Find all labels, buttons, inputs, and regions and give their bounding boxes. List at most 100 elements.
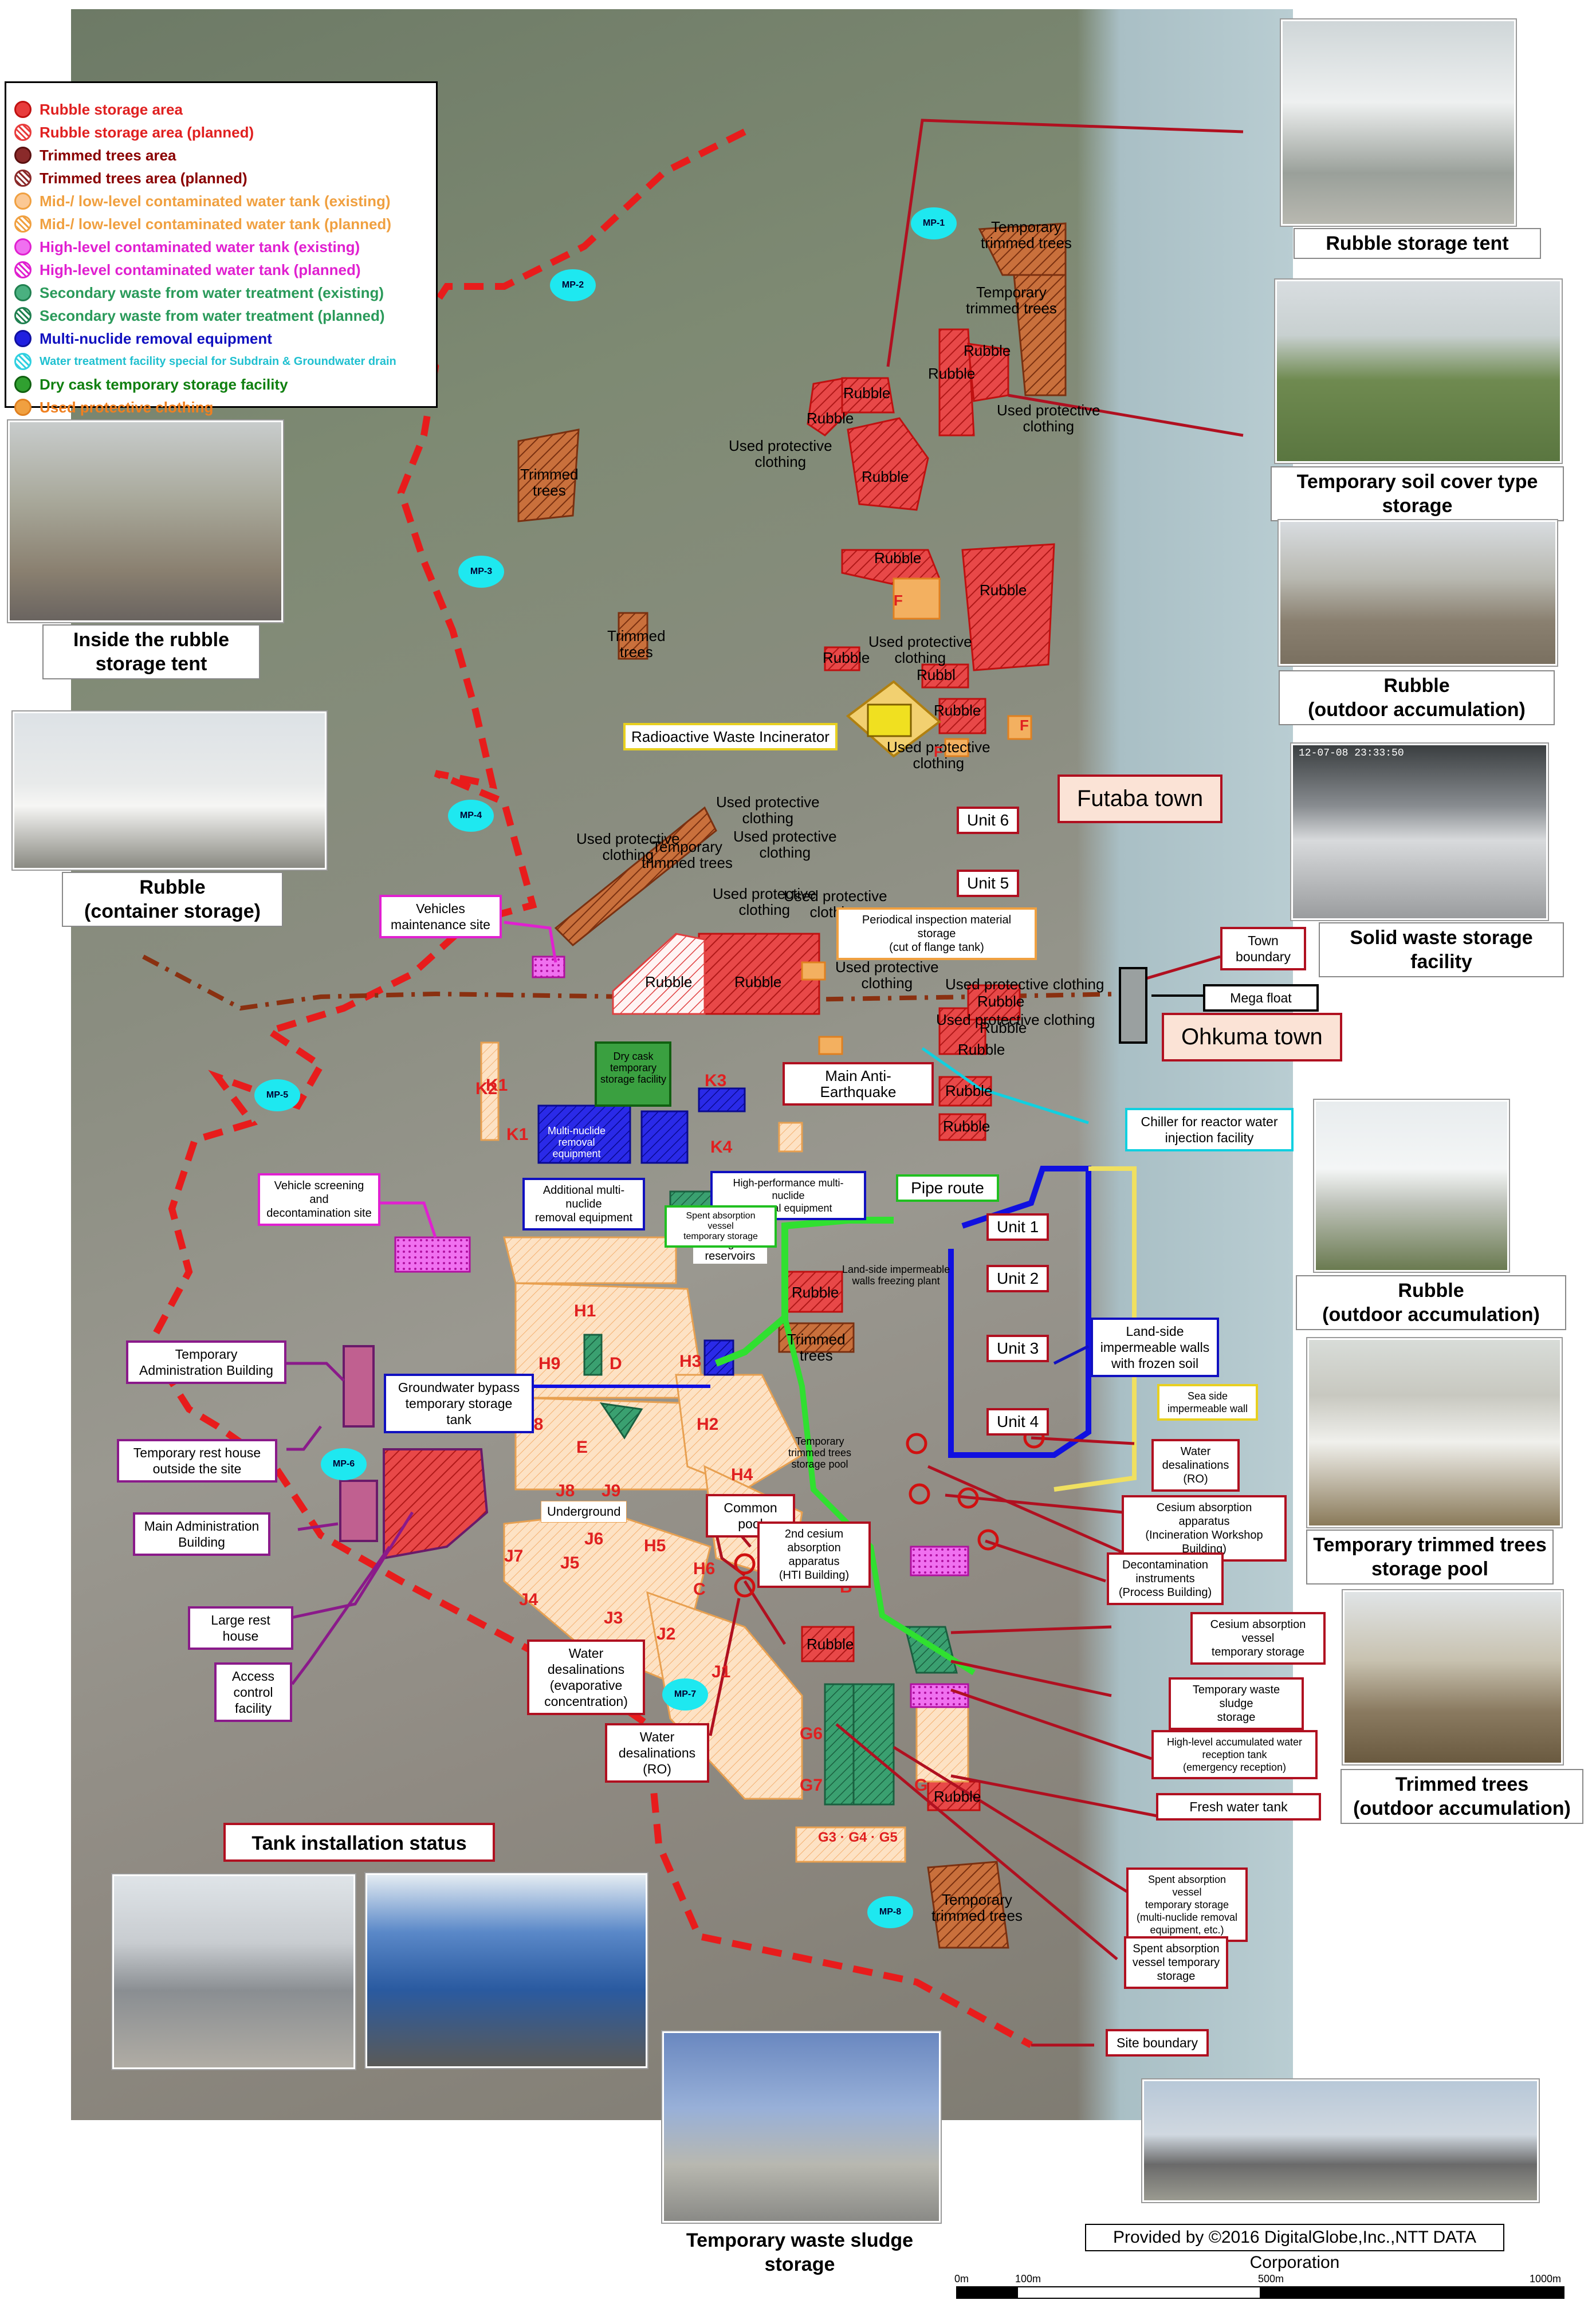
trimmed-trees-area [778, 1322, 855, 1353]
mega-float [1119, 967, 1147, 1044]
callout-spent-multi: Spent absorption vessel temporary storag… [1126, 1867, 1248, 1942]
lbl-used-clothing-j: Used protective clothing [835, 958, 939, 992]
caption-sludge: Temporary waste sludge storage [686, 2230, 914, 2275]
caption-inside-tent: Inside the rubble storage tent [42, 624, 260, 679]
callout-town-boundary: Town boundary [1220, 927, 1306, 970]
legend-label: Secondary waste from water treatment (pl… [40, 306, 385, 324]
used-clothing-area [1007, 715, 1032, 740]
lbl-rubble-n: Rubble [958, 1041, 1005, 1058]
photo-tanks-2 [365, 1873, 647, 2068]
callout-water-desal-ro-right: Water desalinations (RO) [1151, 1439, 1240, 1492]
tank-area [675, 1374, 803, 1491]
legend-swatch-icon [14, 307, 32, 324]
legend-swatch-icon [14, 284, 32, 301]
used-clothing-area [944, 738, 969, 757]
callout-pipe-route: Pipe route [896, 1174, 999, 1202]
photo-gantry [1142, 2079, 1539, 2202]
tank-area [646, 1591, 803, 1800]
tank-label: K2 [475, 1079, 498, 1098]
high-level-tank [910, 1683, 969, 1708]
multi-nuclide-area [698, 1087, 746, 1112]
callout-vehicle-screen: Vehicle screening and decontamination si… [258, 1173, 380, 1226]
tank-label: J4 [519, 1590, 538, 1609]
caption-rubble-outdoor-2: Rubble (outdoor accumulation) [1296, 1275, 1566, 1330]
legend-swatch-icon [14, 170, 32, 187]
rubble-area [938, 328, 975, 437]
tank-label: J6 [584, 1530, 604, 1548]
rubble-area [961, 543, 1055, 671]
lbl-rubble-a: Rubble [964, 342, 1011, 359]
photo-trimmed-outdoor [1343, 1590, 1563, 1764]
unit-6-label: Unit 6 [967, 811, 1009, 829]
mp-3: MP-3 [458, 556, 504, 588]
trimmed-trees-area [927, 1861, 1009, 1949]
lbl-used-clothing-d: Used protective clothing [887, 738, 990, 772]
lbl-trimmed-b: Trimmed trees [607, 627, 666, 660]
mp-7: MP-7 [662, 1678, 708, 1711]
rubble-area [841, 377, 895, 414]
callout-access: Access control facility [214, 1662, 292, 1722]
blue-leader [1053, 1344, 1090, 1365]
tank-label: J9 [602, 1481, 621, 1500]
lbl-rubble-q: Rubble [792, 1284, 839, 1301]
desal-marker [909, 1483, 930, 1505]
unit-2-label: Unit 2 [997, 1269, 1039, 1287]
callout-temp-sludge: Temporary waste sludge storage [1169, 1677, 1304, 1730]
tank-label: J5 [560, 1554, 580, 1572]
pipe-route-green-2 [782, 1316, 976, 1676]
tank-area [503, 1236, 677, 1284]
tank-label: G [914, 1776, 928, 1795]
lbl-rubble-g: Rubble [980, 581, 1027, 599]
tank-label: H9 [538, 1354, 561, 1373]
lbl-mn-removal: Multi-nuclide removal equipment [548, 1125, 606, 1159]
lbl-rubble-f: Rubble [874, 549, 922, 567]
rubble-area [824, 646, 860, 671]
tank-label: C [693, 1580, 706, 1599]
lbl-used-clothing-h: Used protective clothing [713, 885, 816, 918]
tank-area [795, 1826, 906, 1863]
lbl-rubble-h: Rubble [823, 649, 870, 666]
used-clothing-area [818, 1036, 843, 1055]
tank-label: J1 [711, 1662, 731, 1681]
secondary-waste-area [583, 1334, 603, 1376]
rubble-area [938, 1113, 986, 1141]
desal-marker [977, 1529, 999, 1551]
tank-label: J2 [657, 1625, 676, 1644]
legend-swatch-icon [14, 261, 32, 278]
mp-8: MP-8 [867, 1896, 913, 1928]
scale-segment [956, 2286, 1018, 2299]
legend-label: High-level contaminated water tank (exis… [40, 238, 360, 255]
lbl-temp-trimmed-1: Temporary trimmed trees [981, 218, 1072, 251]
camera-timestamp: 12-07-08 23:33:50 [1299, 748, 1404, 759]
tank-label: H2 [697, 1415, 719, 1434]
lbl-used-clothing-e: Used protective clothing [716, 793, 820, 827]
trimmed-trees-area [554, 806, 717, 947]
lbl-used-clothing-c: Used protective clothing [868, 633, 972, 666]
scale-label: 1000m [1530, 2273, 1562, 2285]
pipe-route-blue [948, 1166, 1091, 1458]
credit-text: Provided by ©2016 DigitalGlobe,Inc.,NTT … [1085, 2224, 1504, 2272]
callout-cesium-incin: Cesium absorption apparatus (Incineratio… [1122, 1495, 1287, 1562]
lbl-used-clothing-b: Used protective clothing [729, 437, 832, 470]
legend-swatch-icon [14, 124, 32, 141]
legend-item: Trimmed trees area [14, 144, 436, 167]
caption-trimmed-pool: Temporary trimmed trees storage pool [1306, 1530, 1554, 1585]
callout-site-boundary: Site boundary [1106, 2029, 1209, 2057]
lbl-dry-cask: Dry cask temporary storage facility [600, 1051, 667, 1085]
photo-rubble-tent [1281, 19, 1516, 226]
photo-solid-waste: 12-07-08 23:33:50 [1291, 744, 1548, 920]
caption-solid-waste: Solid waste storage facility [1319, 922, 1564, 977]
callout-cesium2: 2nd cesium absorption apparatus (HTI Bui… [757, 1521, 871, 1588]
scale-label: 500m [1258, 2273, 1284, 2285]
lbl-f-2: F [1020, 717, 1029, 734]
photo-tanks-1 [112, 1874, 355, 2069]
incinerator-building [867, 703, 912, 737]
secondary-waste-area [852, 1683, 895, 1806]
lbl-rubbl: Rubbl [917, 666, 956, 683]
desal-marker [906, 1433, 927, 1454]
unit-3-label: Unit 3 [997, 1339, 1039, 1357]
legend-item: High-level contaminated water tank (exis… [14, 235, 436, 258]
tank-label: H5 [644, 1536, 666, 1555]
callout-chiller: Chiller for reactor water injection faci… [1125, 1108, 1294, 1151]
lbl-underground: Underground [541, 1501, 627, 1523]
